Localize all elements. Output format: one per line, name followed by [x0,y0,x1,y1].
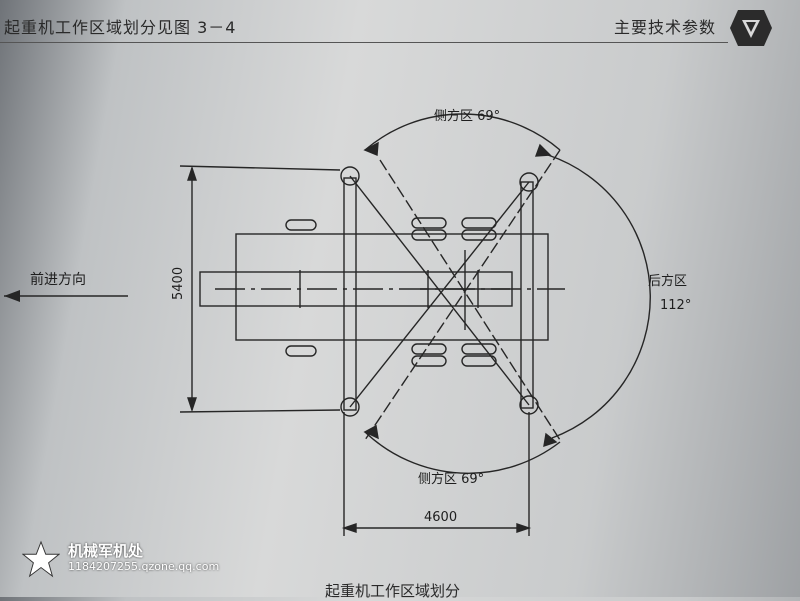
dimension-horizontal-label: 4600 [424,510,457,525]
header-section-title: 起重机工作区域划分见图 3－4 [4,18,237,37]
page-header: 起重机工作区域划分见图 3－4 主要技术参数 [0,0,800,48]
outrigger-pad-front-top [340,166,360,186]
carrier-frame [235,233,549,341]
star-icon [22,540,60,578]
watermark: 机械军机处 1184207255.qzone.qq.com [22,538,262,582]
header-rule [0,42,728,43]
forward-direction-label: 前进方向 [30,271,86,288]
side-zone-top-label: 侧方区 69° [434,108,500,124]
brand-logo-icon [730,10,772,46]
dimension-vertical-label: 5400 [171,267,186,300]
rear-zone-label: 后方区 [648,273,687,289]
outrigger-pad-front-bottom [340,397,360,417]
watermark-name: 机械军机处 [68,542,144,560]
outrigger-beam-left [343,177,357,411]
wheels-top [285,217,497,241]
watermark-url: 1184207255.qzone.qq.com [68,560,220,573]
figure-caption: 起重机工作区域划分 [325,582,461,600]
wheels-bottom [285,343,497,367]
rear-zone-angle-label: 112° [660,298,691,313]
rear-zone-arc [364,113,651,474]
outrigger-beam-right [520,181,534,409]
forward-direction-arrow [4,290,128,302]
header-chapter-title: 主要技术参数 [614,18,717,37]
side-zone-bottom-label: 侧方区 69° [418,471,484,487]
